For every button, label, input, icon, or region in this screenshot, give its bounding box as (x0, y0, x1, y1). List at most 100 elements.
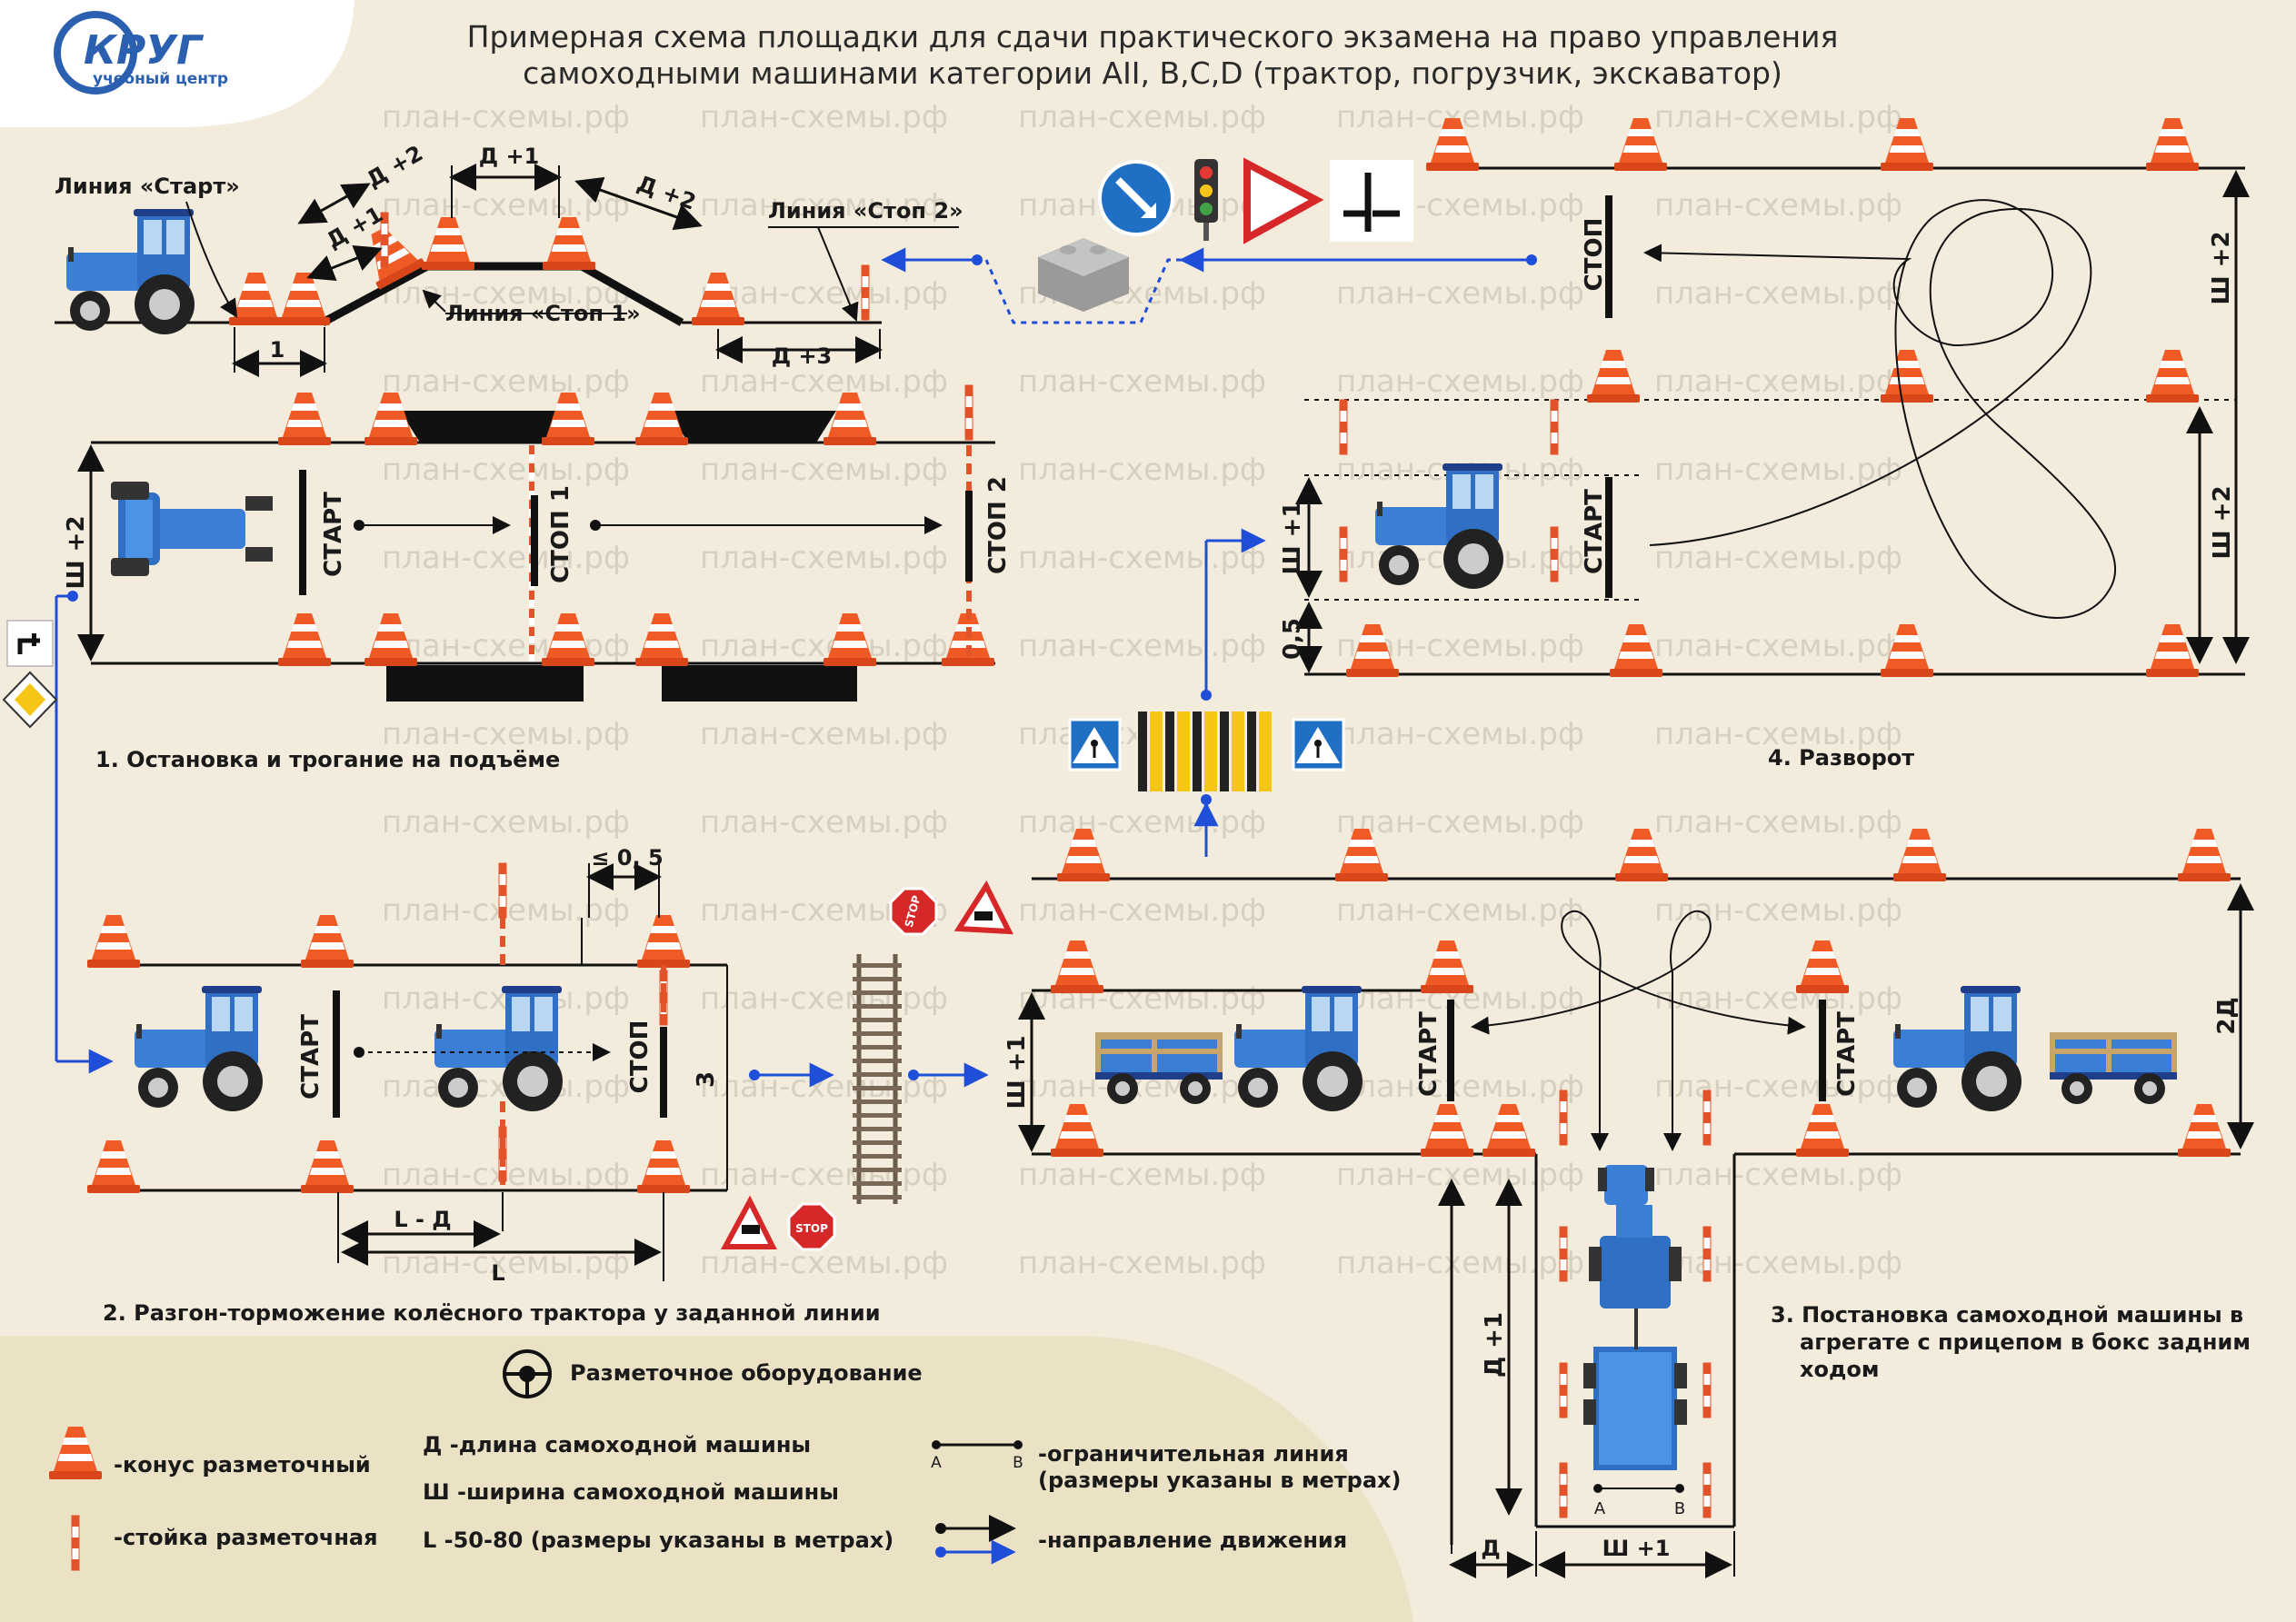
pedestrian-sign-left (1068, 718, 1122, 771)
watermark-text: план-схемы.рф (1654, 716, 1902, 752)
watermark-text: план-схемы.рф (700, 363, 948, 400)
watermark-text: план-схемы.рф (1654, 1245, 1902, 1281)
ramp-profile: 1 Д +3 Д +1 Д +1 Д +2 Д +2 Линия «Старт»… (55, 141, 963, 377)
s2-dim-le05: ≤ 0, 5 (591, 845, 663, 871)
rail-sleeper (853, 963, 902, 968)
s1-width: Ш +2 (63, 515, 90, 589)
rail-sleeper (853, 1086, 902, 1090)
watermark-text: план-схемы.рф (700, 804, 948, 841)
watermark-text: план-схемы.рф (700, 540, 948, 576)
legend-direction: -направление движения (1038, 1527, 1347, 1553)
page-title-line1: Примерная схема площадки для сдачи практ… (467, 19, 1839, 55)
s3-dim-2d: 2Д (2213, 997, 2241, 1034)
watermark-text: план-схемы.рф (1018, 99, 1266, 135)
s1-stop2: СТОП 2 (984, 476, 1012, 574)
section3-caption-3: ходом (1800, 1357, 1879, 1382)
watermark-text: план-схемы.рф (1018, 1157, 1266, 1193)
rail-sleeper (853, 1181, 902, 1186)
s3-point-a: A (1594, 1499, 1606, 1518)
pedestrian-sign-right (1292, 718, 1345, 771)
watermark-text: план-схемы.рф (1018, 1245, 1266, 1281)
rail-sleeper (853, 1059, 902, 1063)
watermark-text: план-схемы.рф (1336, 716, 1584, 752)
watermark-text: план-схемы.рф (700, 1157, 948, 1193)
watermark-text: план-схемы.рф (1336, 804, 1584, 841)
watermark-text: план-схемы.рф (1654, 99, 1902, 135)
rail-sleeper (853, 1100, 902, 1104)
watermark-text: план-схемы.рф (382, 363, 630, 400)
section3-caption-1: 3. Постановка самоходной машины в (1771, 1302, 2243, 1328)
s3-dim-w1: Ш +1 (1003, 1035, 1031, 1109)
s2-start: СТАРТ (297, 1014, 324, 1100)
legend-w-def: Ш -ширина самоходной машины (423, 1479, 839, 1505)
rail-crossing-sign-bottom (720, 1195, 777, 1249)
rail-sleeper (853, 1004, 902, 1009)
dim-d1-top: Д +1 (479, 144, 540, 169)
watermark-text: план-схемы.рф (1336, 275, 1584, 312)
watermark-text: план-схемы.рф (1654, 980, 1902, 1017)
s2-dim-ld: L - Д (394, 1207, 451, 1232)
legend-point-b: B (1013, 1454, 1023, 1472)
legend-point-a: A (931, 1454, 942, 1472)
legend-limit-line-2: (размеры указаны в метрах) (1038, 1468, 1402, 1493)
traffic-light-icon (1194, 159, 1218, 241)
watermark-text: план-схемы.рф (382, 99, 630, 135)
watermark-text: план-схемы.рф (1654, 275, 1902, 312)
watermark-text: план-схемы.рф (1336, 1157, 1584, 1193)
logo-panel (0, 0, 354, 127)
s4-stop: СТОП (1581, 218, 1608, 292)
watermark-text: план-схемы.рф (1654, 1157, 1902, 1193)
watermark-text: план-схемы.рф (1336, 363, 1584, 400)
railway-crossing: STOP STOP (720, 880, 1013, 1251)
rail-sleeper (853, 1072, 902, 1077)
watermark-text: план-схемы.рф (1654, 628, 1902, 664)
dim-d2a: Д +2 (363, 141, 428, 194)
legend-l-def: L -50-80 (размеры указаны в метрах) (423, 1527, 893, 1553)
watermark-text: план-схемы.рф (700, 716, 948, 752)
section2-caption: 2. Разгон-торможение колёсного трактора … (103, 1300, 881, 1326)
legend-post: -стойка разметочная (114, 1525, 378, 1550)
watermark-text: план-схемы.рф (1018, 452, 1266, 488)
watermark-text: план-схемы.рф (382, 187, 630, 224)
watermark-text: план-схемы.рф (382, 540, 630, 576)
watermark-text: план-схемы.рф (1654, 804, 1902, 841)
watermark-text: план-схемы.рф (1654, 892, 1902, 929)
dim-d2b: Д +2 (634, 171, 699, 215)
watermark-text: план-схемы.рф (1654, 187, 1902, 224)
rail-sleeper (853, 1113, 902, 1118)
rail-sleeper (853, 1018, 902, 1022)
watermark-text: план-схемы.рф (700, 187, 948, 224)
watermark-text: план-схемы.рф (700, 275, 948, 312)
priority-road-sign (6, 620, 54, 667)
legend-panel (0, 1336, 1413, 1622)
s3-dim-d: Д (1481, 1536, 1500, 1561)
dim-1: 1 (270, 337, 285, 363)
crosswalk (1068, 528, 1345, 857)
s3-dim-w1-bottom: Ш +1 (1602, 1536, 1671, 1561)
rail-sleeper (853, 1154, 902, 1159)
s4-dim-w2-bottom: Ш +2 (2209, 485, 2236, 559)
section1-caption: 1. Остановка и трогание на подъёме (95, 747, 560, 772)
watermark-text: план-схемы.рф (1654, 540, 1902, 576)
s3-start-left: СТАРТ (1415, 1011, 1442, 1097)
section-2-accel-brake: СТАРТ СТОП ≤ 0, 5 3 L - Д L 2. Разгон-то… (87, 845, 881, 1326)
legend-cone: -конус разметочный (114, 1452, 371, 1478)
yield-intersection-sign (1243, 157, 1324, 244)
legend-post-icon (71, 1515, 80, 1571)
s4-dim-w2-top: Ш +2 (2208, 231, 2235, 304)
blue-route-left (2, 591, 114, 1074)
rail-sleeper (853, 977, 902, 981)
legend-d-def: Д -длина самоходной машины (423, 1432, 811, 1458)
stop-sign-top: STOP (889, 887, 938, 936)
tractor-topview-box (1583, 1165, 1687, 1470)
watermark-text: план-схемы.рф (382, 1245, 630, 1281)
s2-dim-l: L (491, 1260, 504, 1286)
s1-start: СТАРТ (320, 492, 347, 577)
legend: Разметочное оборудование -конус разметоч… (49, 1349, 1402, 1571)
watermark-text: план-схемы.рф (1018, 892, 1266, 929)
top-route-signs (881, 157, 1537, 324)
watermark-text: план-схемы.рф (1018, 540, 1266, 576)
steering-wheel-icon (503, 1349, 552, 1398)
